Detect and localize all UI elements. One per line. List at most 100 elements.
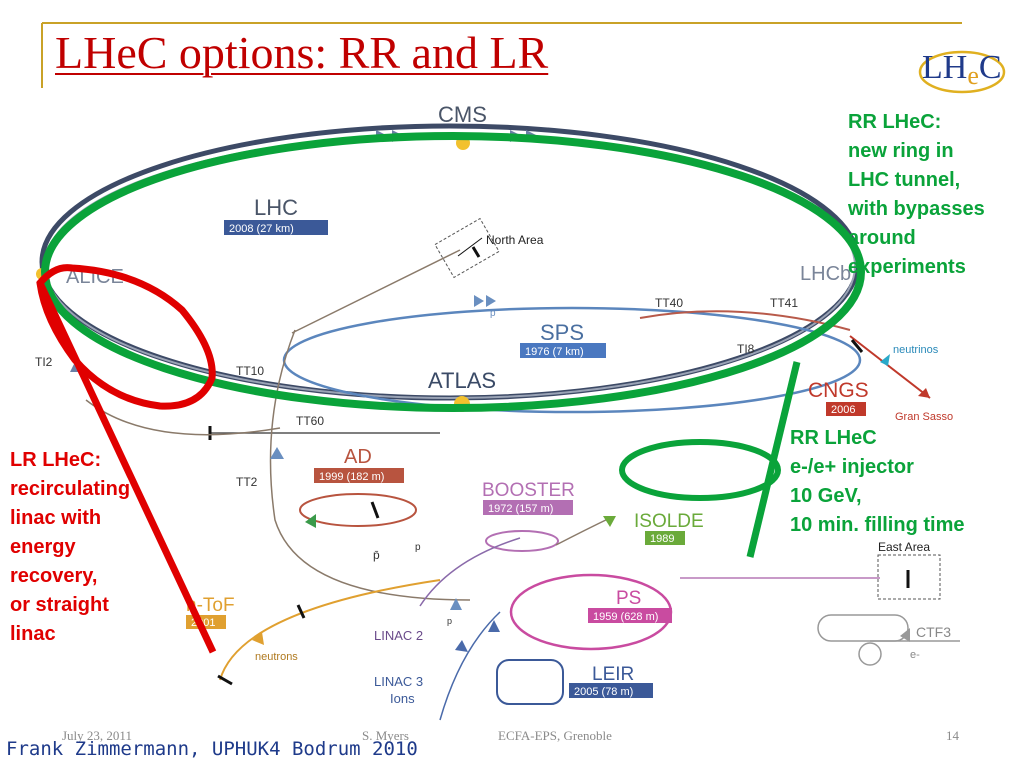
linac3-arrow xyxy=(455,640,468,652)
sps-year-label: 1976 (7 km) xyxy=(525,346,584,358)
cngs-year-label: 2006 xyxy=(831,404,855,416)
rr-ring-note-line: experiments xyxy=(848,256,966,278)
leir-year-label: 2005 (78 m) xyxy=(574,686,633,698)
rr-injector-note-line: 10 min. filling time xyxy=(790,514,965,536)
ad-label: AD xyxy=(344,446,372,468)
footer-credit: Frank Zimmermann, UPHUK4 Bodrum 2010 xyxy=(6,738,418,760)
tt40-line xyxy=(639,310,851,331)
ps-year-label: 1959 (628 m) xyxy=(593,611,658,623)
lhc-label: LHC xyxy=(254,195,298,220)
rr-ring-note-line: with bypasses xyxy=(848,198,985,220)
ntof-target xyxy=(296,604,306,619)
sps-label: SPS xyxy=(540,320,584,345)
north-area-line xyxy=(457,237,483,257)
rr-injector-note-line: 10 GeV, xyxy=(790,485,862,507)
lhc-year-label: 2008 (27 km) xyxy=(229,223,294,235)
footer-date: July 23, 2011 xyxy=(62,728,132,743)
lr-note-line: or straight xyxy=(10,594,109,616)
lr-note-line: recovery, xyxy=(10,565,98,587)
leir-year-badge xyxy=(569,683,653,698)
atlas-label: ATLAS xyxy=(428,368,496,393)
tt10-label: TT10 xyxy=(236,364,264,378)
ad-year-label: 1999 (182 m) xyxy=(319,471,384,483)
neutrons-label: neutrons xyxy=(255,651,298,663)
accelerator-diagram: CMS LHC 2008 (27 km) ALICE LHCb North Ar… xyxy=(35,102,960,721)
ti2-label: TI2 xyxy=(35,355,53,369)
rr-ring-note-line: RR LHeC: xyxy=(848,111,942,133)
tt41-label: TT41 xyxy=(770,296,798,310)
cms-label: CMS xyxy=(438,102,487,127)
cngs-line xyxy=(849,335,931,399)
leir-ring xyxy=(496,659,564,705)
lhc-year-badge xyxy=(224,220,328,235)
tt60-label: TT60 xyxy=(296,414,324,428)
ntof-label: n-ToF xyxy=(186,595,235,616)
footer-page-number: 14 xyxy=(946,728,959,743)
ctf3-eminus-label: e- xyxy=(910,649,920,661)
footer-author: S. Myers xyxy=(362,728,409,743)
linac3-line xyxy=(439,611,501,721)
ions-label: Ions xyxy=(390,691,415,706)
ti8-label: TI8 xyxy=(737,342,755,356)
lr-note-line: LR LHeC: xyxy=(10,449,102,471)
linac2-p-label: p xyxy=(447,616,452,626)
pbar-label: p̄ xyxy=(373,548,380,562)
cngs-year-badge xyxy=(826,402,866,416)
isolde-arrow xyxy=(603,516,616,527)
rr-injector-note-line: RR LHeC xyxy=(790,427,877,449)
ntof-line xyxy=(219,579,441,681)
booster-label: BOOSTER xyxy=(482,480,575,501)
ps-year-badge xyxy=(588,608,672,623)
rr-injector-overlay xyxy=(619,439,781,501)
sps-p-label: p xyxy=(490,308,496,319)
ntof-arrow xyxy=(252,632,264,645)
rr-ring-note-line: new ring in xyxy=(848,140,954,162)
sps-year-badge xyxy=(520,343,606,358)
rr-overlay xyxy=(41,132,865,558)
tt40-label: TT40 xyxy=(655,296,683,310)
lr-note-line: energy xyxy=(10,536,76,558)
isolde-year-badge xyxy=(645,531,685,545)
rr-injector-note-line: e-/e+ injector xyxy=(790,456,914,478)
ad-p-label: p xyxy=(415,542,421,553)
cngs-label: CNGS xyxy=(808,379,869,402)
leir-label: LEIR xyxy=(592,664,634,685)
neutrinos-label: neutrinos xyxy=(893,344,939,356)
linac3-arrow-2 xyxy=(488,620,500,632)
rr-injector-line xyxy=(746,361,801,558)
sps-ring xyxy=(282,306,862,414)
sps-arrow-1 xyxy=(474,295,484,307)
linac2-line xyxy=(419,537,521,607)
lr-linac-overlay xyxy=(36,281,217,654)
east-area-label: East Area xyxy=(878,540,930,554)
ctf3-label: CTF3 xyxy=(916,624,951,640)
neutrinos-arrow xyxy=(880,354,890,366)
isolde-line xyxy=(555,516,613,546)
ps-label: PS xyxy=(616,588,641,609)
lr-note-line: linac with xyxy=(10,507,102,529)
lr-note-line: linac xyxy=(10,623,56,645)
ad-ring xyxy=(299,493,417,527)
ctf3-arrow xyxy=(900,628,910,642)
rr-ring-note-line: LHC tunnel, xyxy=(848,169,961,191)
cngs-arrow xyxy=(918,388,930,398)
linac2-arrow xyxy=(450,598,462,610)
ntof-dump xyxy=(217,674,233,686)
lhec-logo: LHeC xyxy=(918,45,1008,95)
tt2-label: TT2 xyxy=(236,475,258,489)
rr-ring-note-line: around xyxy=(848,227,916,249)
lr-note-line: recirculating xyxy=(10,478,131,500)
north-area-box xyxy=(434,217,500,279)
slide-title: LHeC options: RR and LR xyxy=(55,27,549,78)
lhec-logo-swoosh xyxy=(918,50,1006,94)
booster-year-badge xyxy=(483,500,573,515)
tt2-arrow xyxy=(270,447,284,459)
linac2-label: LINAC 2 xyxy=(374,628,423,643)
lr-overlay xyxy=(36,264,217,654)
booster-ring xyxy=(485,530,559,552)
ad-target xyxy=(370,501,380,519)
isolde-year-label: 1989 xyxy=(650,533,674,545)
footer-event: ECFA-EPS, Grenoble xyxy=(498,728,612,743)
cngs-target xyxy=(850,339,864,353)
